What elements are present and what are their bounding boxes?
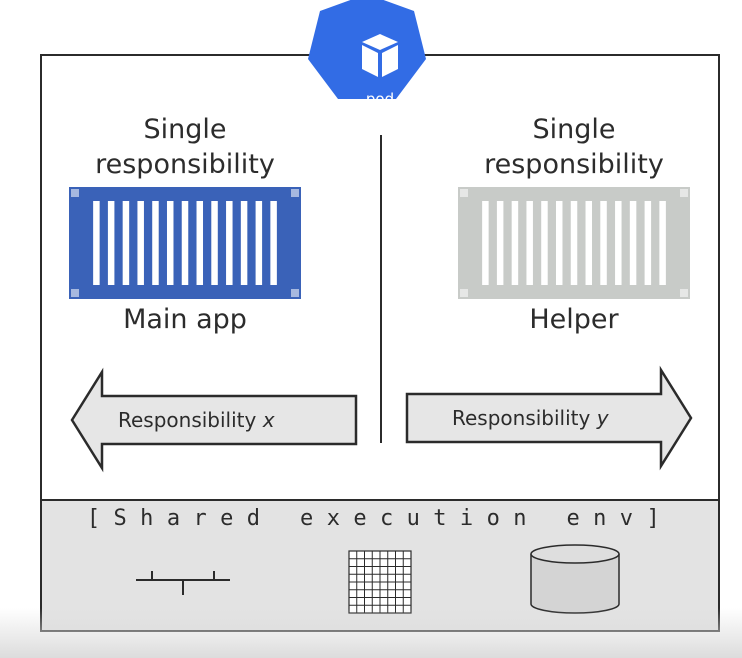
container-slat — [107, 201, 115, 285]
container-slat — [615, 201, 622, 285]
pod-badge — [308, 0, 426, 99]
container-slat — [181, 201, 189, 285]
container-slat — [137, 201, 144, 285]
container-corner — [71, 289, 79, 297]
left-title-line2: responsibility — [95, 149, 275, 180]
main-app-label: Main app — [123, 304, 247, 335]
container-slat — [659, 201, 666, 285]
divider — [380, 135, 382, 443]
right-arrow-text: Responsibility — [452, 406, 591, 430]
container-slat — [255, 201, 263, 285]
container-slat — [555, 201, 563, 285]
grid-icon — [348, 550, 412, 614]
left-title-line1: Single — [143, 114, 227, 145]
container-slat — [122, 201, 130, 285]
right-arrow-var: y — [596, 406, 609, 430]
container-slat — [585, 201, 593, 285]
container-corner — [460, 189, 468, 197]
cube-icon — [362, 34, 398, 77]
container-slat — [211, 201, 218, 285]
container-slat — [629, 201, 637, 285]
container-slat — [93, 201, 100, 285]
container-slat — [482, 201, 489, 285]
left-arrow-icon — [70, 367, 358, 473]
right-arrow-label: Responsibility y — [452, 405, 609, 431]
container-corner — [291, 189, 299, 197]
container-slat — [511, 201, 519, 285]
storage-icon — [530, 544, 620, 614]
right-title-line2: responsibility — [484, 149, 664, 180]
container-corner — [291, 289, 299, 297]
container-slat — [496, 201, 504, 285]
container-slat — [166, 201, 174, 285]
container-corner — [680, 289, 688, 297]
container-slat — [152, 201, 159, 285]
helper-label: Helper — [529, 304, 619, 335]
main-app-container-icon — [69, 187, 301, 299]
container-slat — [226, 201, 233, 285]
right-arrow-icon — [405, 365, 693, 471]
container-slat — [541, 201, 548, 285]
container-slat — [570, 201, 578, 285]
left-arrow-label: Responsibility x — [118, 407, 275, 433]
helper-container-icon — [458, 187, 690, 299]
container-slat — [526, 201, 533, 285]
network-icon — [136, 571, 230, 595]
pod-label: pod — [365, 90, 395, 108]
container-slat — [270, 201, 277, 285]
container-corner — [460, 289, 468, 297]
container-slat — [600, 201, 607, 285]
left-arrow-text: Responsibility — [118, 408, 257, 432]
container-corner — [680, 189, 688, 197]
right-title-line1: Single — [532, 114, 616, 145]
container-slat — [644, 201, 652, 285]
left-arrow-var: x — [262, 408, 275, 432]
container-slat — [240, 201, 248, 285]
container-slat — [196, 201, 204, 285]
shared-env-label: [Shared execution env] — [86, 506, 674, 531]
container-corner — [71, 189, 79, 197]
